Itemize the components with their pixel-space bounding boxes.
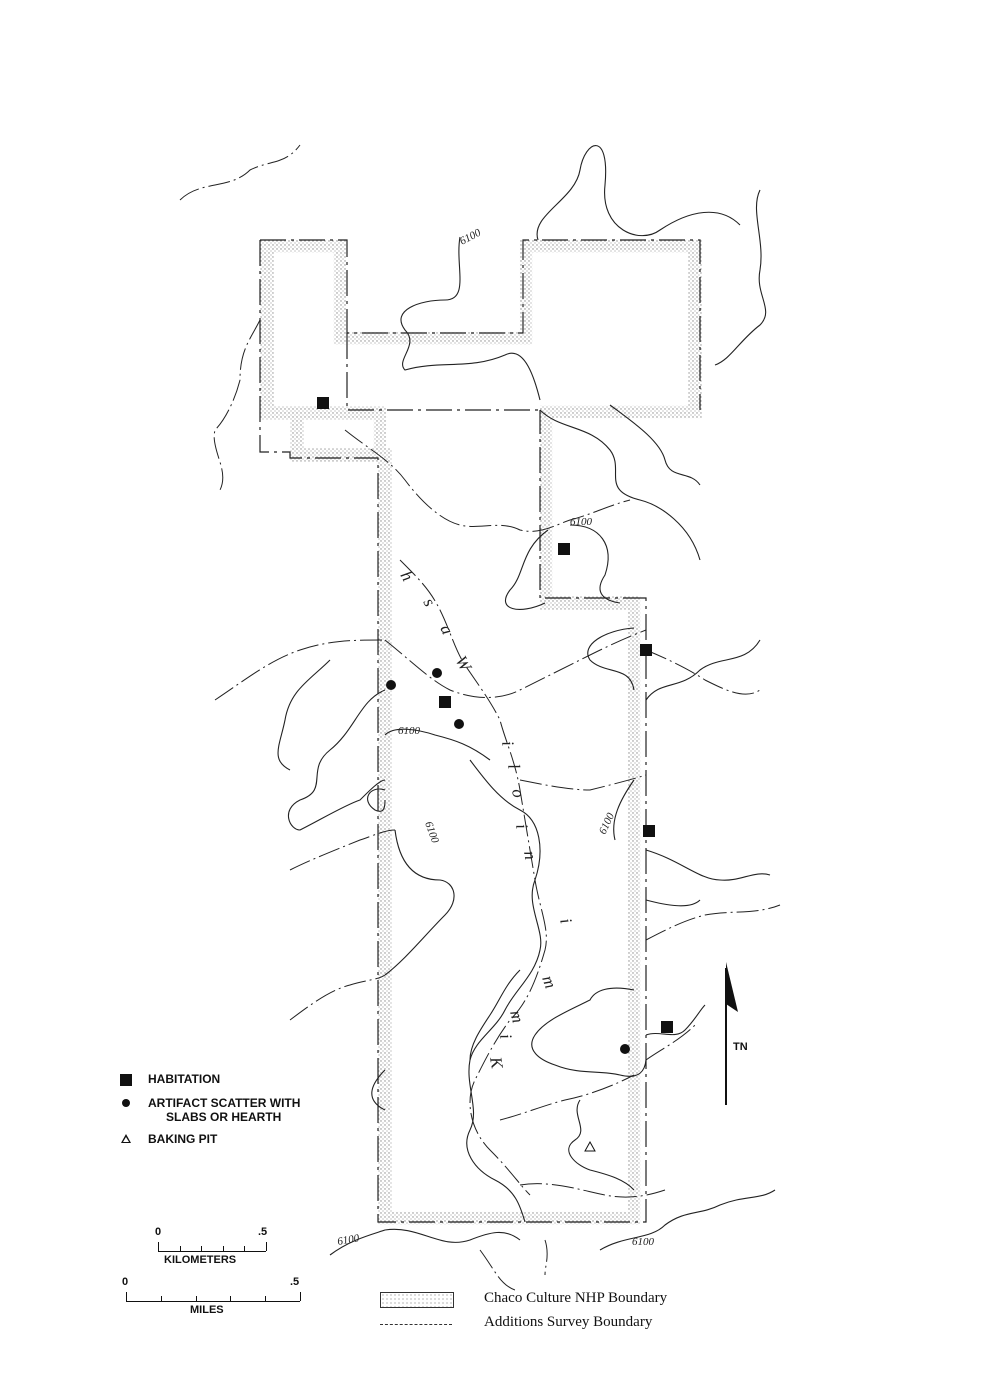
artifact-scatter-site <box>386 680 396 690</box>
wash-letter: o <box>508 787 528 799</box>
km-scale-start: 0 <box>155 1226 162 1238</box>
contour-label: 6100 <box>632 1236 655 1248</box>
mi-scale-start: 0 <box>122 1276 129 1288</box>
contour-label: 6100 <box>570 516 593 528</box>
survey-boundary-swatch <box>380 1324 452 1325</box>
km-scale-end: .5 <box>258 1226 268 1238</box>
habitation-site <box>661 1021 673 1033</box>
wash-letter: i <box>496 1032 516 1040</box>
contour-label: 6100 <box>458 226 484 247</box>
habitation-site <box>643 825 655 837</box>
habitation-symbol <box>120 1074 132 1086</box>
artifact-scatter-symbol <box>122 1099 130 1107</box>
artifact-scatter-site <box>620 1044 630 1054</box>
wash-name: K i m m i n i o l i W a s h <box>397 568 576 1072</box>
legend-baking-pit: BAKING PIT <box>148 1132 218 1146</box>
km-scale-label: KILOMETERS <box>164 1254 237 1266</box>
north-label: TN <box>733 1041 748 1053</box>
contour-lines <box>277 145 776 1256</box>
legend-habitation: HABITATION <box>148 1072 221 1086</box>
contour-label: 6100 <box>336 1232 360 1248</box>
artifact-scatter-site <box>454 719 464 729</box>
site-symbols <box>317 397 673 1152</box>
contour-label: 6100 <box>422 820 441 845</box>
habitation-site <box>640 644 652 656</box>
wash-letter: m <box>506 1008 528 1025</box>
wash-letter: l <box>504 762 524 770</box>
miles-scale: 0 .5 MILES <box>120 1276 310 1321</box>
nhp-boundary <box>260 239 702 1225</box>
habitation-site <box>558 543 570 555</box>
drainages <box>179 144 781 1291</box>
nhp-boundary-swatch <box>380 1292 454 1308</box>
boundary-key: Chaco Culture NHP Boundary Additions Sur… <box>380 1286 740 1336</box>
wash-letter: n <box>520 849 540 861</box>
wash-letter: m <box>538 973 560 991</box>
baking-pit-site <box>584 1140 596 1152</box>
wash-letter: i <box>512 822 532 830</box>
wash-letter: W <box>452 653 476 676</box>
kilometer-scale: 0 .5 KILOMETERS <box>150 1226 280 1271</box>
legend-artifact-line2: SLABS OR HEARTH <box>166 1110 282 1124</box>
mi-scale-end: .5 <box>290 1276 300 1288</box>
wash-letter: a <box>436 622 457 638</box>
habitation-site <box>439 696 451 708</box>
legend: HABITATION ARTIFACT SCATTER WITH SLABS O… <box>118 1070 358 1160</box>
contour-label: 6100 <box>398 725 421 737</box>
wash-letter: i <box>556 916 576 926</box>
wash-letter: K <box>486 1054 507 1071</box>
nhp-boundary-label: Chaco Culture NHP Boundary <box>484 1290 668 1306</box>
wash-letter: i <box>498 739 518 747</box>
survey-boundary <box>259 239 701 1223</box>
north-arrow: TN <box>725 962 748 1105</box>
km-scale-bar <box>158 1251 266 1252</box>
wash-letter: h <box>397 568 418 585</box>
mi-scale-label: MILES <box>190 1304 224 1316</box>
survey-boundary-label: Additions Survey Boundary <box>484 1314 653 1330</box>
mi-scale-bar <box>126 1301 300 1302</box>
artifact-scatter-site <box>432 668 442 678</box>
legend-artifact-line1: ARTIFACT SCATTER WITH <box>148 1096 301 1110</box>
habitation-site <box>317 397 329 409</box>
wash-letter: s <box>420 595 440 611</box>
